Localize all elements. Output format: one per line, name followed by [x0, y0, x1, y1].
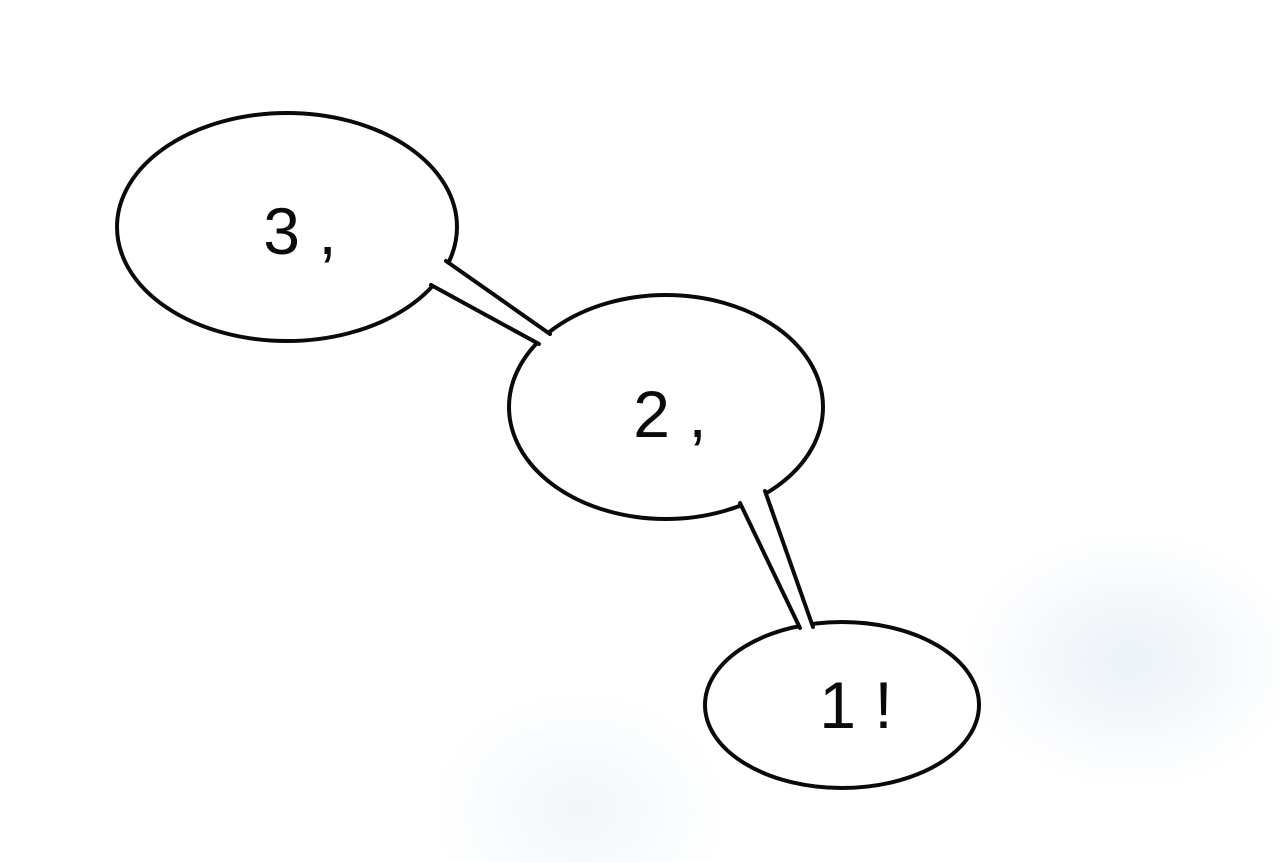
speech-bubble-2 [507, 293, 825, 521]
speech-bubble-3 [115, 111, 459, 343]
bubble-label-3: 3 , [263, 194, 336, 268]
tail-line-3-to-2-upper [444, 259, 552, 336]
bubble-label-1: 1 ! [819, 668, 892, 742]
tail-channel-3-to-2 [428, 259, 553, 346]
tail-line-3-to-2-lower [429, 283, 541, 346]
tail-line-2-to-1-right [763, 489, 815, 629]
tail-line-2-to-1-left [738, 501, 802, 630]
tail-channel-2-to-1 [739, 488, 814, 632]
bubble-label-2: 2 , [633, 377, 706, 451]
speech-bubble-1 [703, 620, 981, 790]
